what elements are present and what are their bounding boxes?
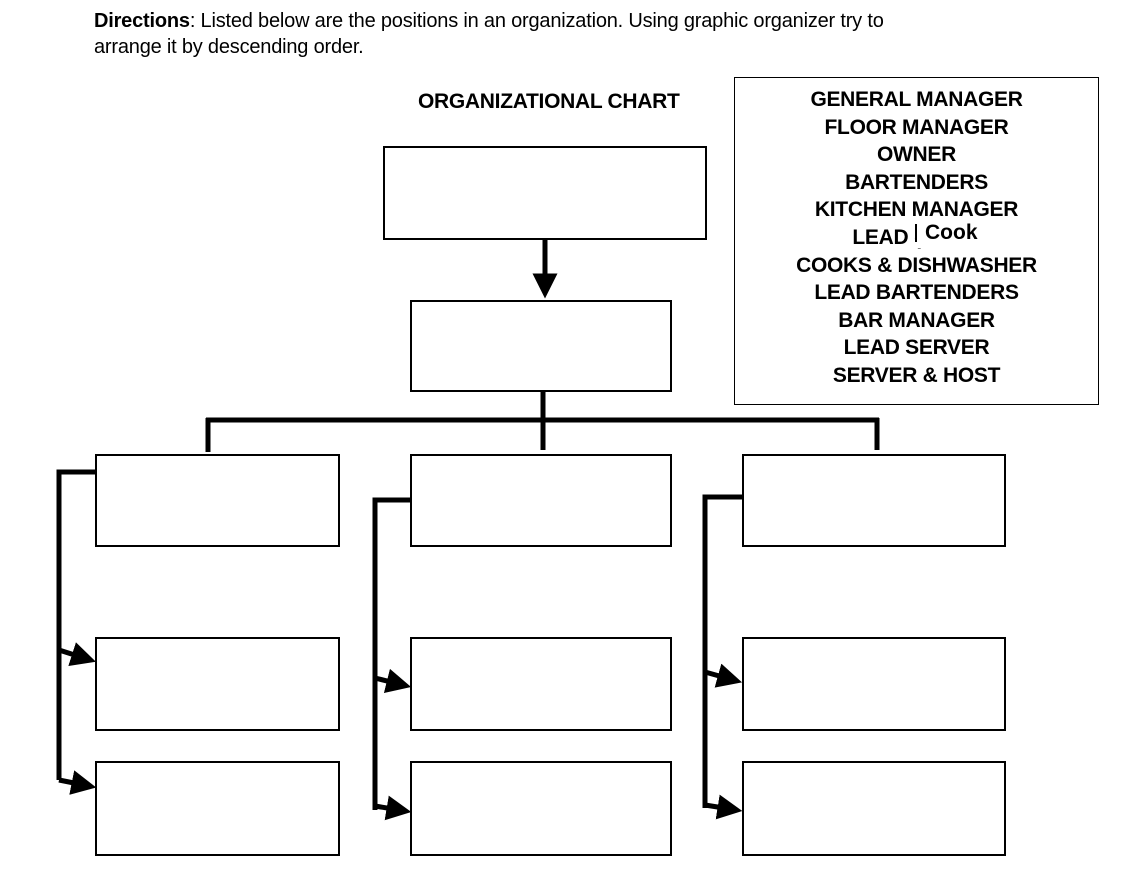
position-item: LEAD BARTENDERS: [814, 281, 1019, 305]
chart-box-right-sub-1: [742, 637, 1006, 731]
chart-box-dept-middle: [410, 454, 672, 547]
positions-list: GENERAL MANAGER FLOOR MANAGER OWNER BART…: [735, 86, 1098, 390]
bracket-right: [702, 494, 742, 808]
arrow-left-sub-2: [58, 770, 97, 795]
chart-box-left-sub-1: [95, 637, 340, 731]
chart-box-right-sub-2: [742, 761, 1006, 856]
cook-annotation-text: Cook: [925, 221, 978, 244]
directions-body: : Listed below are the positions in an o…: [189, 10, 884, 32]
chart-box-level-1: [383, 146, 707, 240]
position-item: BAR MANAGER: [838, 308, 995, 332]
bracket-left: [56, 469, 95, 780]
position-item: GENERAL MANAGER: [810, 88, 1023, 111]
arrow-middle-sub-2: [374, 795, 412, 821]
chart-title: ORGANIZATIONAL CHART: [418, 90, 680, 113]
position-item: LEAD (: [852, 225, 921, 249]
arrow-left-sub-1: [58, 642, 96, 667]
cook-annotation: Cook: [915, 218, 1013, 248]
directions-label: Directions: [94, 10, 190, 32]
arrow-right-sub-2: [704, 794, 743, 820]
arrow-middle-sub-1: [374, 668, 412, 694]
directions-text: Directions: Listed below are the positio…: [94, 8, 1054, 60]
chart-box-left-sub-2: [95, 761, 340, 856]
position-item: LEAD SERVER: [843, 336, 990, 360]
position-item: KITCHEN MANAGER: [814, 198, 1019, 222]
position-item: FLOOR MANAGER: [824, 115, 1009, 139]
directions-body-line2: arrange it by descending order.: [94, 36, 364, 58]
chart-box-level-2: [410, 300, 672, 392]
positions-list-box: GENERAL MANAGER FLOOR MANAGER OWNER BART…: [734, 77, 1099, 405]
position-item: SERVER & HOST: [832, 363, 1001, 387]
chart-box-dept-left: [95, 454, 340, 547]
position-item: OWNER: [877, 143, 956, 167]
bracket-middle: [372, 497, 410, 810]
cursor-bar: [915, 224, 917, 242]
chart-box-middle-sub-1: [410, 637, 672, 731]
chart-box-dept-right: [742, 454, 1006, 547]
arrow-right-sub-1: [704, 663, 743, 688]
chart-box-middle-sub-2: [410, 761, 672, 856]
position-item: BARTENDERS: [845, 170, 988, 194]
position-item: COOKS & DISHWASHER: [796, 253, 1037, 277]
